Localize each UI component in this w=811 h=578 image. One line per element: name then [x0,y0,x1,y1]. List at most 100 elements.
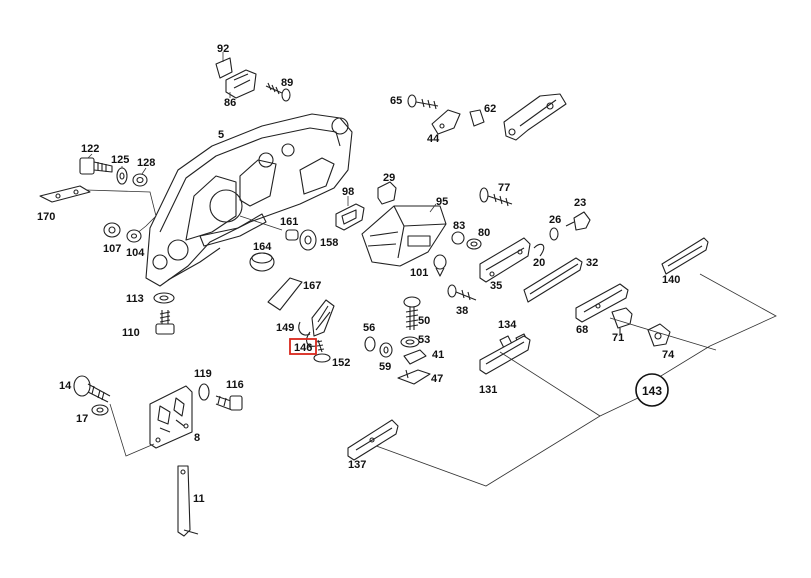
bracket-44-part[interactable] [431,109,461,135]
bushing-83-part[interactable] [451,231,465,245]
bracket-8-part[interactable] [149,385,193,449]
label-161: 161 [280,216,298,228]
label-92: 92 [217,43,229,55]
bracket-149-part[interactable] [298,299,335,337]
label-152: 152 [332,357,350,369]
label-74: 74 [662,349,675,361]
label-170: 170 [37,211,55,223]
label-68: 68 [576,324,588,336]
screw-152-part[interactable] [313,339,331,363]
label-98: 98 [342,186,354,198]
label-125: 125 [111,154,129,166]
trim-32-part[interactable] [523,257,583,303]
label-116: 116 [226,379,244,391]
switch-98-part[interactable] [335,203,365,231]
label-149: 149 [276,322,294,334]
support-bracket-part[interactable] [503,93,567,141]
label-56: 56 [363,322,375,334]
nut-107-part[interactable] [103,222,121,238]
label-5: 5 [218,129,224,141]
label-122: 122 [81,143,99,155]
label-158: 158 [320,237,338,249]
latch-23-part[interactable] [565,211,591,231]
bracket-140-part[interactable] [661,237,709,275]
strap-11-part[interactable] [177,465,199,537]
nut-59-part[interactable] [379,342,393,358]
screw-38-part[interactable] [447,284,477,301]
dashboard-part[interactable] [145,113,353,287]
label-71: 71 [612,332,624,344]
clip-62-part[interactable] [469,109,485,127]
washer-26-part[interactable] [549,227,559,241]
glovebox-95-part[interactable] [361,205,447,267]
knob-101-part[interactable] [433,254,447,277]
label-8: 8 [194,432,200,444]
washer-17-part[interactable] [91,404,109,416]
label-143: 143 [642,384,662,398]
clip-41-part[interactable] [403,349,427,365]
bolt-14-part[interactable] [73,375,111,403]
label-107: 107 [103,243,121,255]
pad-167-part[interactable] [267,277,303,311]
label-35: 35 [490,280,502,292]
washer-119-part[interactable] [198,383,210,401]
bolt-116-part[interactable] [215,395,243,411]
bushing-80-part[interactable] [466,238,482,250]
washer-125-part[interactable] [116,167,128,185]
label-119: 119 [194,368,212,380]
plug-164-part[interactable] [249,252,275,272]
bolt-110-part[interactable] [155,310,175,335]
label-146: 146 [294,342,312,354]
label-20: 20 [533,257,545,269]
label-167: 167 [303,280,321,292]
label-140: 140 [662,274,680,286]
label-83: 83 [453,220,465,232]
label-80: 80 [478,227,490,239]
clip-146-part[interactable] [306,331,317,347]
washer-113-part[interactable] [153,292,175,304]
label-14: 14 [59,380,72,392]
bracket-137-part[interactable] [347,419,399,461]
label-29: 29 [383,172,395,184]
highlighted-callout-146[interactable]: 146 [289,338,317,355]
lever-20-part[interactable] [533,243,545,257]
label-86: 86 [224,97,236,109]
label-32: 32 [586,257,598,269]
clip-71-part[interactable] [611,307,633,334]
grommet-158-part[interactable] [299,229,317,251]
washer-56-part[interactable] [364,336,376,352]
label-65: 65 [390,95,402,107]
label-128: 128 [137,157,155,169]
clip-92-86-part[interactable] [215,57,257,99]
label-47: 47 [431,373,443,385]
bracket-47-part[interactable] [397,369,431,385]
label-113: 113 [126,293,144,305]
washer-53-part[interactable] [400,336,420,348]
label-77: 77 [498,182,510,194]
washer-104-part[interactable] [126,229,142,243]
label-101: 101 [410,267,428,279]
label-131: 131 [479,384,497,396]
label-137: 137 [348,459,366,471]
nut-128-part[interactable] [132,173,148,187]
hinge-rail-part[interactable] [479,237,531,283]
bolt-122-part[interactable] [79,157,113,175]
screw-89-part[interactable] [265,82,291,102]
label-104: 104 [126,247,145,259]
screw-50-part[interactable] [403,296,421,330]
label-95: 95 [436,196,448,208]
label-62: 62 [484,103,496,115]
clip-161-part[interactable] [285,229,299,241]
bracket-68-part[interactable] [575,283,629,323]
callout-143[interactable]: 143 [635,373,669,407]
clip-29-part[interactable] [377,181,397,205]
screw-65-part[interactable] [407,94,439,110]
label-59: 59 [379,361,391,373]
label-44: 44 [427,133,440,145]
screw-77-part[interactable] [479,187,513,207]
label-38: 38 [456,305,468,317]
clip-74-part[interactable] [647,323,671,347]
bracket-170-part[interactable] [39,185,91,203]
label-17: 17 [76,413,88,425]
